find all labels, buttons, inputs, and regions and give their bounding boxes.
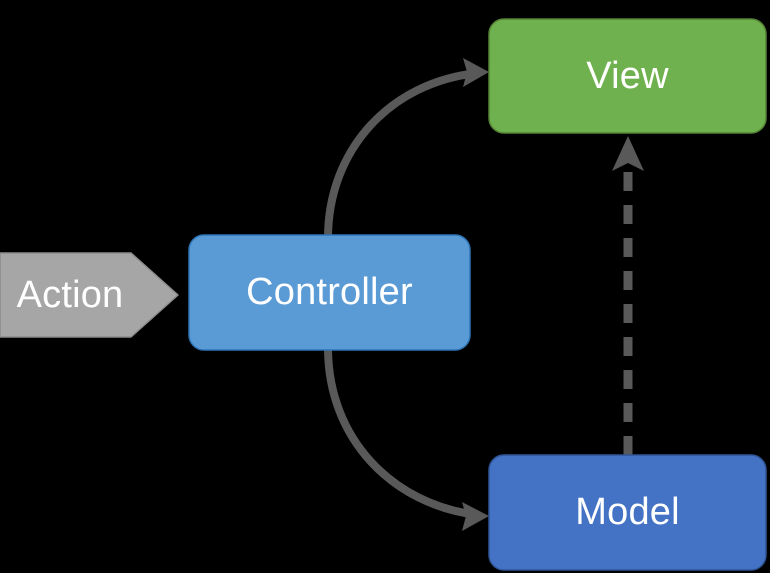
edge-controller-to-model-line: [324, 347, 479, 519]
edge-controller-to-model: [324, 347, 489, 531]
node-controller-shape[interactable]: [188, 234, 471, 351]
node-model-shape[interactable]: [488, 454, 767, 571]
node-view-shape[interactable]: [488, 18, 767, 134]
edge-model-to-view-arrowhead: [612, 136, 644, 171]
edge-controller-to-view-arrowhead: [463, 58, 489, 87]
node-action-shape[interactable]: [0, 252, 179, 338]
edge-controller-to-view-line: [324, 69, 479, 239]
edge-controller-to-model-arrowhead: [462, 502, 489, 531]
edge-controller-to-view: [324, 58, 489, 239]
edge-model-to-view: [612, 136, 644, 455]
